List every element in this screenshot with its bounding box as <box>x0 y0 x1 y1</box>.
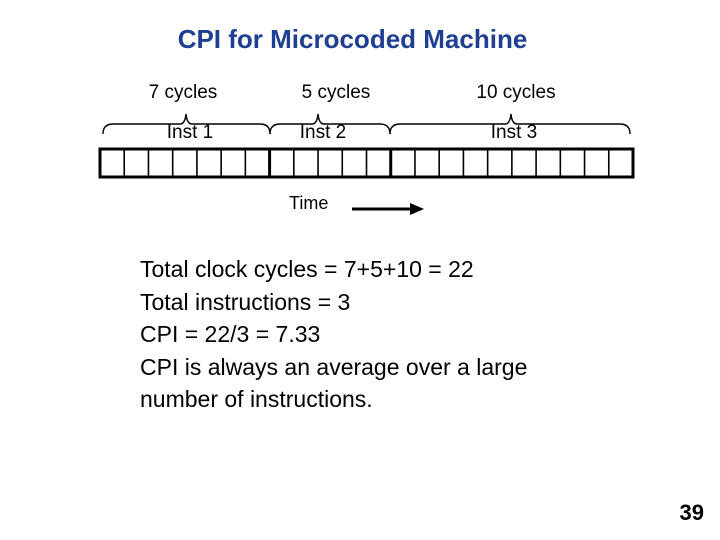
time-arrow <box>352 203 424 215</box>
explanation-text: Total clock cycles = 7+5+10 = 22 Total i… <box>140 253 527 416</box>
inst-3-cycles-label: 10 cycles <box>476 82 555 103</box>
inst-2-cycles-label: 5 cycles <box>302 82 371 103</box>
timeline-diagram: 7 cycles 5 cycles 10 cycles Inst 1 Inst … <box>98 82 635 215</box>
inst-1-cycles-label: 7 cycles <box>149 82 218 103</box>
time-label: Time <box>289 193 329 213</box>
body-line: CPI is always an average over a large <box>140 353 528 380</box>
inst-1-label: Inst 1 <box>167 122 213 143</box>
inst-2-brace <box>269 113 391 135</box>
body-line: Total instructions = 3 <box>140 288 351 315</box>
body-line: number of instructions. <box>140 386 373 412</box>
inst-1-brace <box>102 113 271 135</box>
slide-number: 39 <box>679 500 704 525</box>
body-line: Total clock cycles = 7+5+10 = 22 <box>140 256 474 282</box>
cycle-boxes <box>98 147 635 179</box>
body-line: CPI = 22/3 = 7.33 <box>140 321 321 347</box>
inst-3-label: Inst 3 <box>491 122 537 143</box>
slide-title: CPI for Microcoded Machine <box>177 24 528 54</box>
inst-3-brace <box>389 113 631 135</box>
inst-2-label: Inst 2 <box>300 122 346 143</box>
